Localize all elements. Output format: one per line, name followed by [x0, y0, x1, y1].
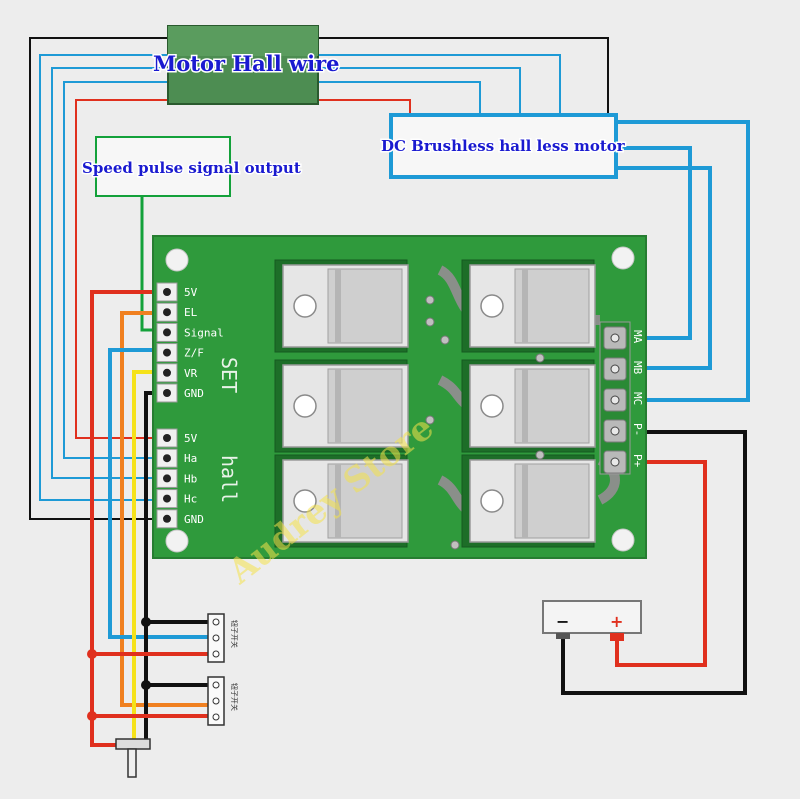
set-pin-label: 5V [184, 286, 198, 299]
set-pin-hole [163, 348, 171, 357]
mounting-hole [165, 248, 189, 272]
battery-plus-sign: + [610, 612, 623, 631]
battery: − + [542, 600, 642, 641]
hall-5v-wire [75, 99, 411, 439]
motor-mb-wire [616, 166, 712, 370]
mosfet-array [274, 259, 596, 550]
battery-negative-terminal [556, 633, 570, 639]
via [535, 450, 545, 460]
set-pin-label: GND [184, 387, 204, 400]
hall-pin-label: Hb [184, 472, 197, 485]
power-negative-wire [561, 430, 747, 695]
hall-pin-label: Hc [184, 493, 197, 506]
mosfet [461, 359, 596, 453]
via [425, 415, 435, 425]
junction-dot [87, 711, 97, 721]
mosfet [274, 454, 409, 548]
toggle-switch-2-label: 钮子开关 [230, 683, 239, 711]
hall-pin-hole [163, 454, 171, 463]
mosfet [274, 259, 409, 353]
hall-hc-wire [39, 54, 561, 501]
set-pin-hole [163, 389, 171, 397]
mosfet [461, 259, 596, 353]
via [425, 317, 435, 327]
hall-pin-label: GND [184, 513, 204, 526]
via [535, 353, 545, 363]
set-pin-hole [163, 308, 171, 317]
motor-terminal-label: MC [631, 392, 644, 405]
via [425, 295, 435, 305]
via [450, 540, 460, 550]
motor-terminal-label: MB [631, 361, 644, 375]
motor-terminal-label: P+ [631, 454, 644, 468]
motor-terminal-label: MA [631, 330, 644, 344]
hall-pin-hole [163, 474, 171, 483]
hall-hb-wire [51, 67, 521, 479]
set-pin-label: VR [184, 367, 198, 380]
mounting-hole [165, 529, 189, 553]
toggle-switch-2: 钮子开关 [207, 676, 239, 726]
speed-pulse-label: Speed pulse signal output [82, 159, 301, 177]
hall-ha-wire [63, 81, 481, 459]
hall-pin-hole [163, 514, 171, 523]
motor-hall-connector [167, 25, 319, 105]
set-pin-hole [163, 328, 171, 337]
dc-motor-label: DC Brushless hall less motor [381, 137, 626, 155]
wire-junctions [87, 617, 151, 721]
speed-pulse-box [95, 136, 231, 197]
motor-terminal-block: MA MB MC P- P+ [599, 321, 644, 475]
set-pin-label: Signal [184, 326, 224, 339]
mounting-hole [611, 528, 635, 552]
hall-header-title: hall [217, 455, 241, 503]
potentiometer [115, 738, 151, 778]
junction-dot [141, 680, 151, 690]
battery-minus-sign: − [556, 612, 569, 631]
motor-terminal-label: P- [631, 423, 644, 436]
hall-pin-label: 5V [184, 432, 198, 445]
hall-gnd-wire [29, 37, 609, 520]
set-5v-wire [90, 290, 164, 747]
set-pin-hole [163, 368, 171, 377]
dc-motor-box [389, 113, 618, 179]
set-pin-label: Z/F [184, 347, 204, 360]
hall-pin-hole [163, 434, 171, 442]
mounting-hole [611, 246, 635, 270]
set-pin-hole [163, 288, 171, 296]
toggle-switch-1: 钮子开关 [207, 613, 239, 663]
mosfet [461, 454, 596, 548]
toggle-switch-1-label: 钮子开关 [230, 620, 239, 648]
motor-ma-wire [616, 146, 692, 340]
via [440, 335, 450, 345]
power-positive-wire [615, 460, 707, 667]
battery-positive-terminal [610, 633, 624, 641]
junction-dot [141, 617, 151, 627]
hall-pin-label: Ha [184, 452, 197, 465]
junction-dot [87, 649, 97, 659]
set-el-wire [120, 311, 210, 707]
mosfet [274, 359, 409, 453]
set-pin-label: EL [184, 306, 198, 319]
hall-pin-hole [163, 494, 171, 503]
motor-hall-label: Motor Hall wire [153, 51, 340, 76]
set-header-title: SET [217, 357, 241, 393]
motor-mc-wire [616, 120, 750, 402]
set-zf-wire [108, 348, 210, 639]
